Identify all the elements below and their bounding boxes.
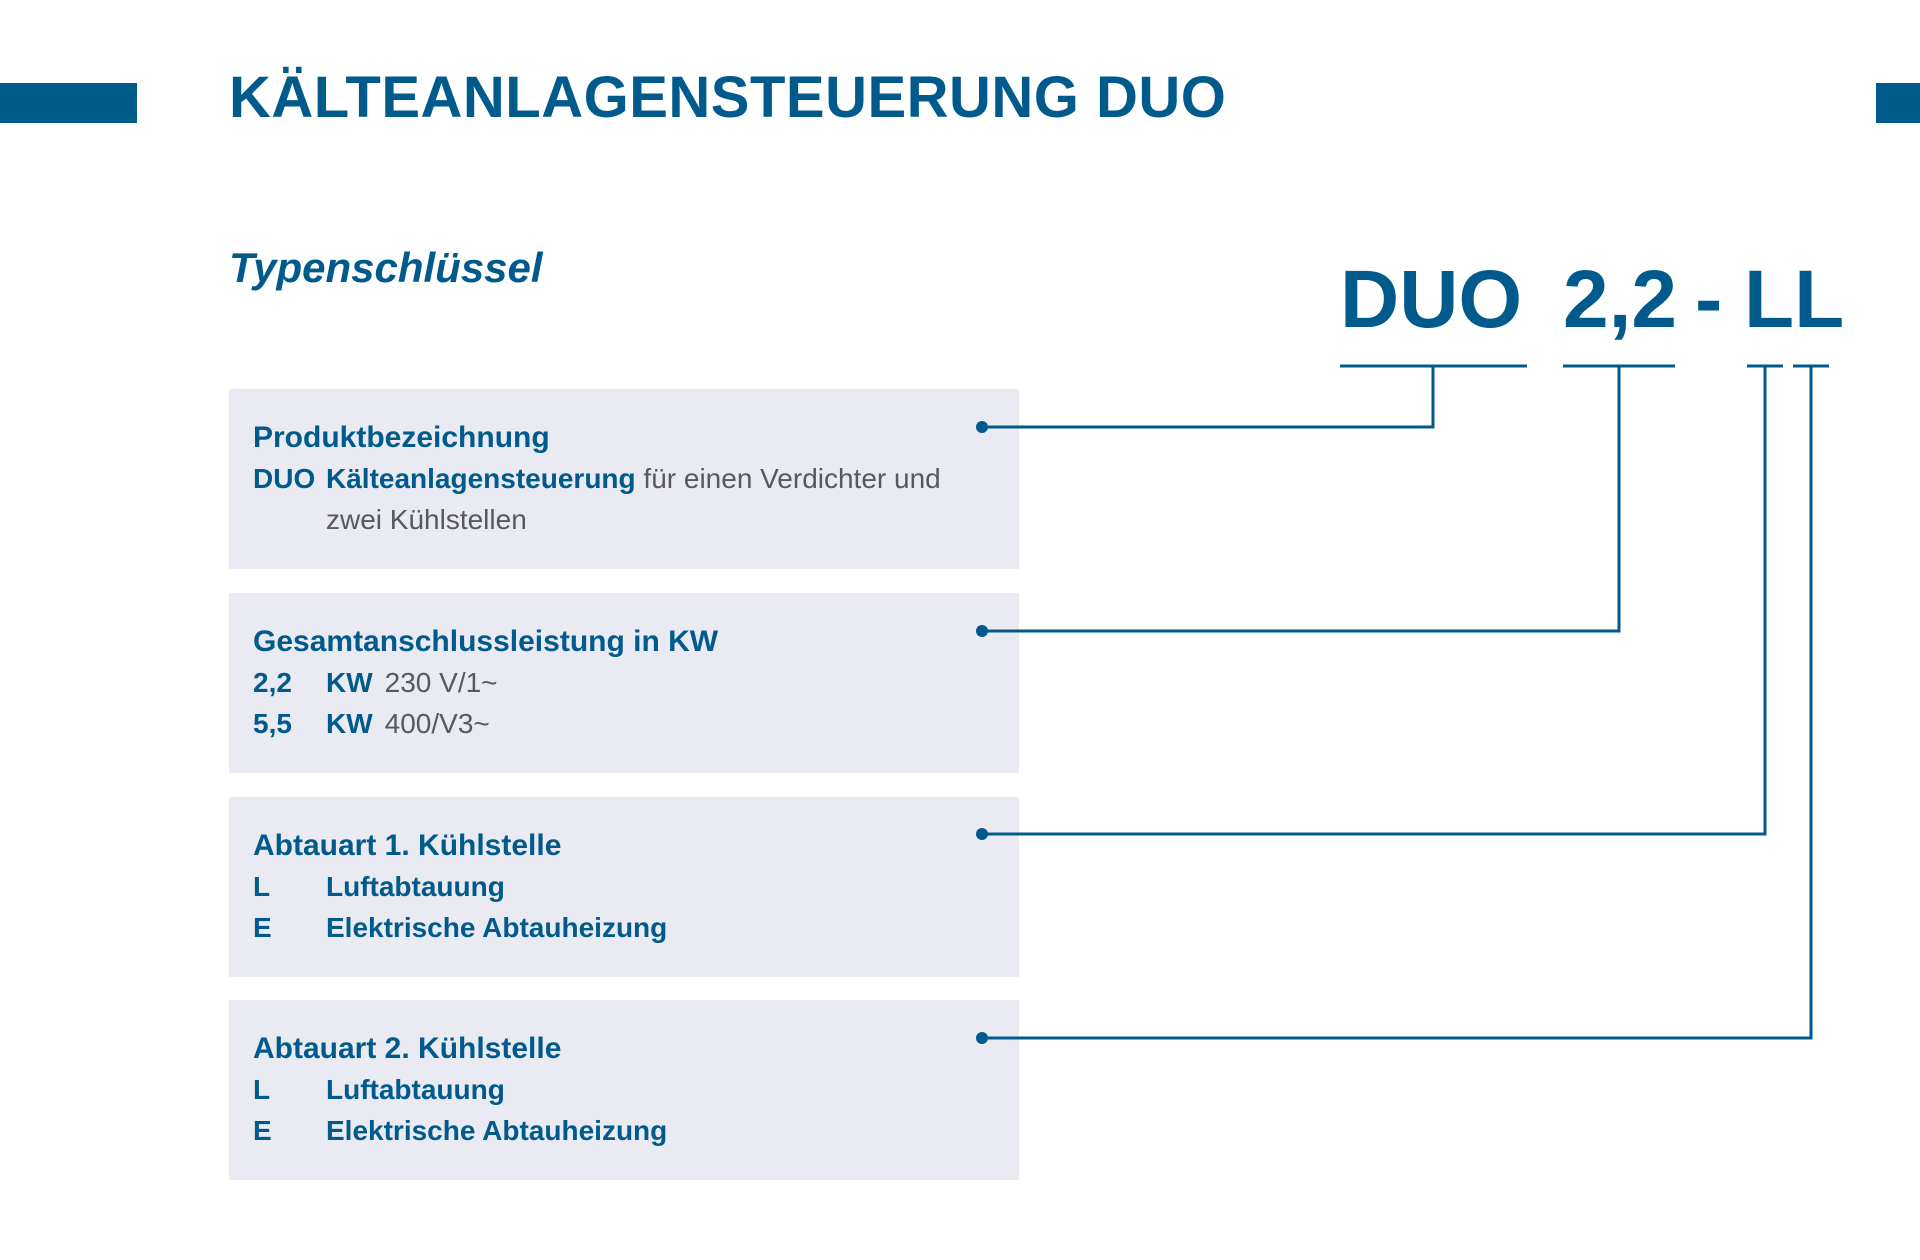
list-item: DUO Kälteanlagensteuerung für einen Verd… xyxy=(253,458,995,499)
left-accent-bar xyxy=(0,83,137,123)
code-part-product: DUO xyxy=(1340,254,1523,345)
list-item: 2,2 KW 230 V/1~ xyxy=(253,662,995,703)
box-defrost-cooling-point-2: Abtauart 2. Kühlstelle L Luftabtauung E … xyxy=(229,1000,1019,1180)
item-label: Elektrische Abtauheizung xyxy=(326,912,668,943)
type-key-subtitle: Typenschlüssel xyxy=(229,244,543,291)
list-item: L Luftabtauung xyxy=(253,866,995,907)
box-total-power: Gesamtanschlussleistung in KW 2,2 KW 230… xyxy=(229,593,1019,773)
item-key: L xyxy=(253,1074,271,1105)
code-part-defrost: LL xyxy=(1744,254,1845,345)
item-label: Luftabtauung xyxy=(326,871,505,902)
list-item: E Elektrische Abtauheizung xyxy=(253,907,995,948)
item-key: DUO xyxy=(253,463,316,494)
list-item: 5,5 KW 400/V3~ xyxy=(253,703,995,744)
connector-product xyxy=(982,366,1435,429)
list-item: zwei Kühlstellen xyxy=(253,499,995,540)
code-part-separator: - xyxy=(1695,254,1723,345)
item-spec: 230 V/1~ xyxy=(384,667,498,698)
item-term: Kälteanlagensteuerung xyxy=(326,463,636,494)
item-key: L xyxy=(253,871,271,902)
box-product-designation: Produktbezeichnung DUO Kälteanlagensteue… xyxy=(229,389,1019,569)
box-defrost-cooling-point-1: Abtauart 1. Kühlstelle L Luftabtauung E … xyxy=(229,797,1019,977)
item-label: Elektrische Abtauheizung xyxy=(326,1115,668,1146)
connector-defrost-2 xyxy=(982,366,1813,1040)
box-title: Gesamtanschlussleistung in KW xyxy=(253,625,719,658)
list-item: E Elektrische Abtauheizung xyxy=(253,1110,995,1151)
item-spec: 400/V3~ xyxy=(384,708,490,739)
right-accent-bar xyxy=(1876,83,1920,123)
box-title: Produktbezeichnung xyxy=(253,421,550,454)
item-key: E xyxy=(253,912,272,943)
box-title: Abtauart 1. Kühlstelle xyxy=(253,829,562,862)
item-unit: KW xyxy=(326,667,373,698)
item-description: für einen Verdichter und xyxy=(635,463,941,494)
item-description-continued: zwei Kühlstellen xyxy=(326,504,527,535)
box-title: Abtauart 2. Kühlstelle xyxy=(253,1032,562,1065)
connector-power xyxy=(982,366,1621,633)
list-item: L Luftabtauung xyxy=(253,1069,995,1110)
page-title: KÄLTEANLAGENSTEUERUNG DUO xyxy=(229,65,1227,130)
item-unit: KW xyxy=(326,708,373,739)
item-key: E xyxy=(253,1115,272,1146)
item-key: 5,5 xyxy=(253,708,292,739)
connector-defrost-1 xyxy=(982,366,1767,836)
code-part-power: 2,2 xyxy=(1563,254,1677,345)
item-key: 2,2 xyxy=(253,667,292,698)
item-label: Luftabtauung xyxy=(326,1074,505,1105)
